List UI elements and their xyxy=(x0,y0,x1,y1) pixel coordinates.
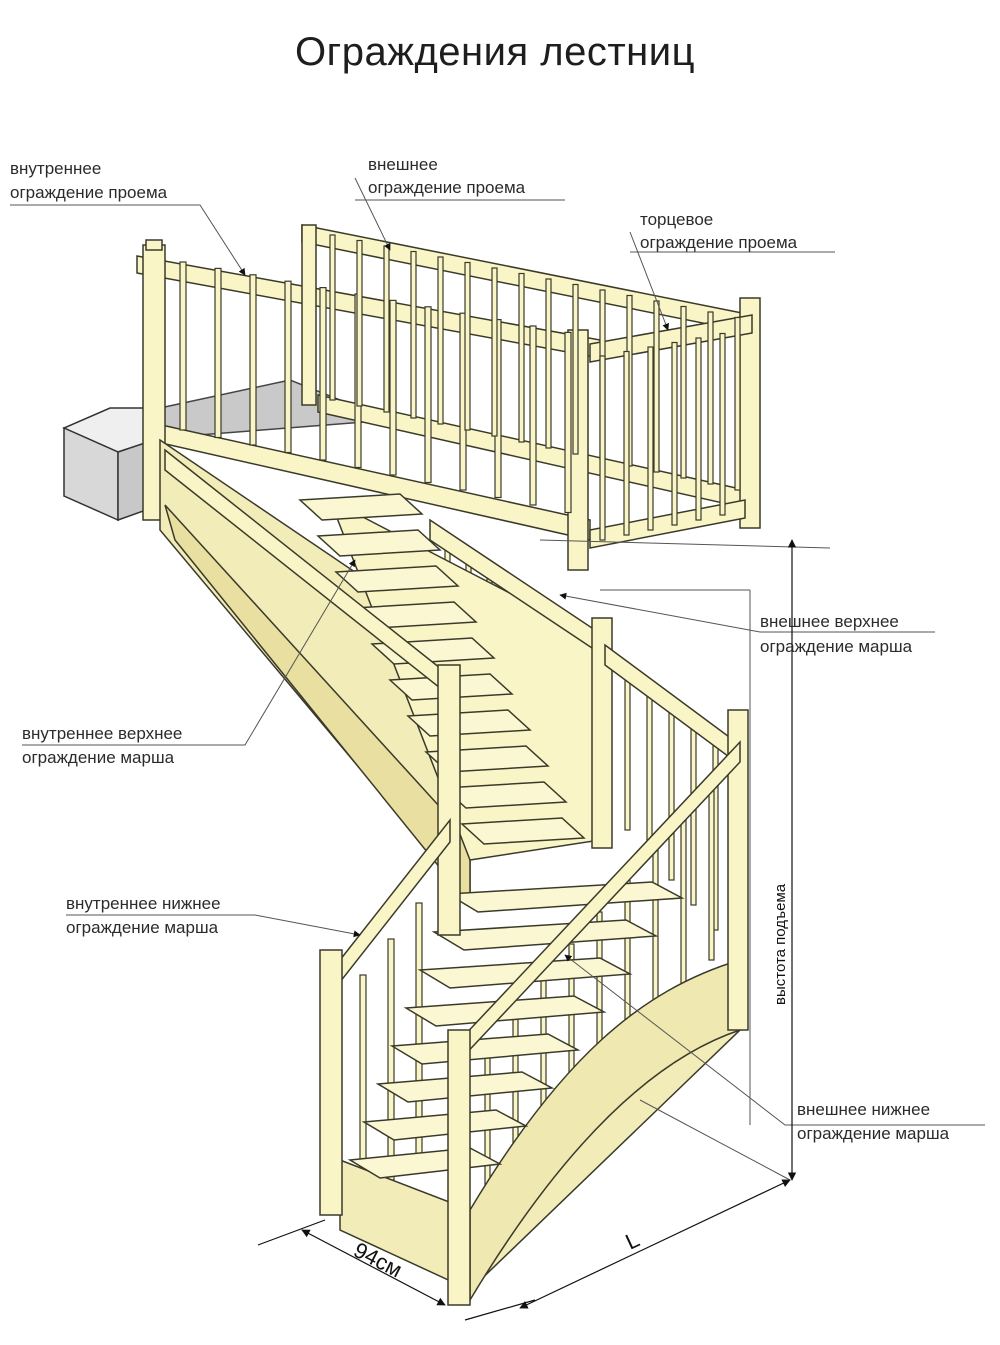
baluster xyxy=(707,311,714,485)
baluster xyxy=(387,938,395,1181)
baluster xyxy=(410,250,417,419)
baluster xyxy=(653,300,660,473)
baluster xyxy=(491,267,498,437)
baluster xyxy=(284,280,292,454)
step-tread xyxy=(431,919,659,951)
baluster xyxy=(647,346,654,531)
label-outer-opening-1: внешнее xyxy=(368,155,438,174)
inner-lower-flight-railing xyxy=(319,817,451,1216)
outer-upper-flight-railing xyxy=(429,518,749,1031)
baluster xyxy=(572,283,579,455)
step-tread xyxy=(389,1033,581,1065)
baluster xyxy=(437,256,444,425)
step-tread xyxy=(316,529,442,557)
baluster xyxy=(464,261,471,431)
baluster xyxy=(734,316,741,491)
label-outer-upper-1: внешнее верхнее xyxy=(760,612,899,631)
lower-flight xyxy=(339,881,741,1303)
baluster xyxy=(719,332,726,516)
label-outer-opening-2: ограждение проема xyxy=(368,178,526,197)
baluster xyxy=(389,299,397,476)
outer-lower-flight-railing xyxy=(447,740,741,1306)
page-title: Ограждения лестниц xyxy=(295,30,695,74)
dimension-length: L xyxy=(622,1227,644,1255)
label-outer-lower-2: ограждение марша xyxy=(797,1124,950,1143)
leader-lines xyxy=(10,177,985,1181)
inner-upper-flight-railing xyxy=(164,448,461,936)
baluster xyxy=(623,350,630,536)
baluster xyxy=(668,696,675,881)
label-outer-lower-1: внешнее нижнее xyxy=(797,1100,930,1119)
label-inner-lower-2: ограждение марша xyxy=(66,918,219,937)
dimension-lines xyxy=(257,539,797,1321)
baluster xyxy=(671,341,678,526)
step-tread xyxy=(298,493,424,521)
baluster xyxy=(356,239,363,407)
baluster xyxy=(529,325,537,506)
baluster xyxy=(214,267,222,439)
baluster xyxy=(624,664,631,831)
baluster xyxy=(646,680,653,856)
baluster xyxy=(518,272,525,443)
baluster xyxy=(383,245,390,413)
label-inner-upper-2: ограждение марша xyxy=(22,748,175,767)
baluster xyxy=(329,234,336,401)
baluster xyxy=(179,261,187,431)
label-end-opening-2: ограждение проема xyxy=(640,233,798,252)
step-tread xyxy=(445,881,685,913)
label-end-opening-1: торцевое xyxy=(640,210,713,229)
baluster xyxy=(695,337,702,521)
label-inner-opening-2: ограждение проема xyxy=(10,183,168,202)
baluster xyxy=(564,331,572,514)
baluster xyxy=(545,278,552,449)
step-tread xyxy=(334,565,460,593)
step-tread xyxy=(347,1147,503,1179)
baluster xyxy=(680,815,687,991)
baluster xyxy=(424,306,432,484)
dimension-rise-height: выстота подъема xyxy=(772,883,789,1005)
label-outer-upper-2: ограждение марша xyxy=(760,637,913,656)
baluster xyxy=(319,287,327,461)
label-inner-lower-1: внутреннее нижнее xyxy=(66,894,221,913)
upper-flight xyxy=(159,438,611,908)
label-inner-upper-1: внутреннее верхнее xyxy=(22,724,182,743)
baluster xyxy=(249,274,257,446)
baluster xyxy=(708,783,715,961)
step-tread xyxy=(460,817,586,845)
baluster xyxy=(680,305,687,479)
baluster xyxy=(599,355,606,541)
labels: внутреннее ограждение проема внешнее огр… xyxy=(10,155,950,1282)
label-inner-opening-1: внутреннее xyxy=(10,159,101,178)
